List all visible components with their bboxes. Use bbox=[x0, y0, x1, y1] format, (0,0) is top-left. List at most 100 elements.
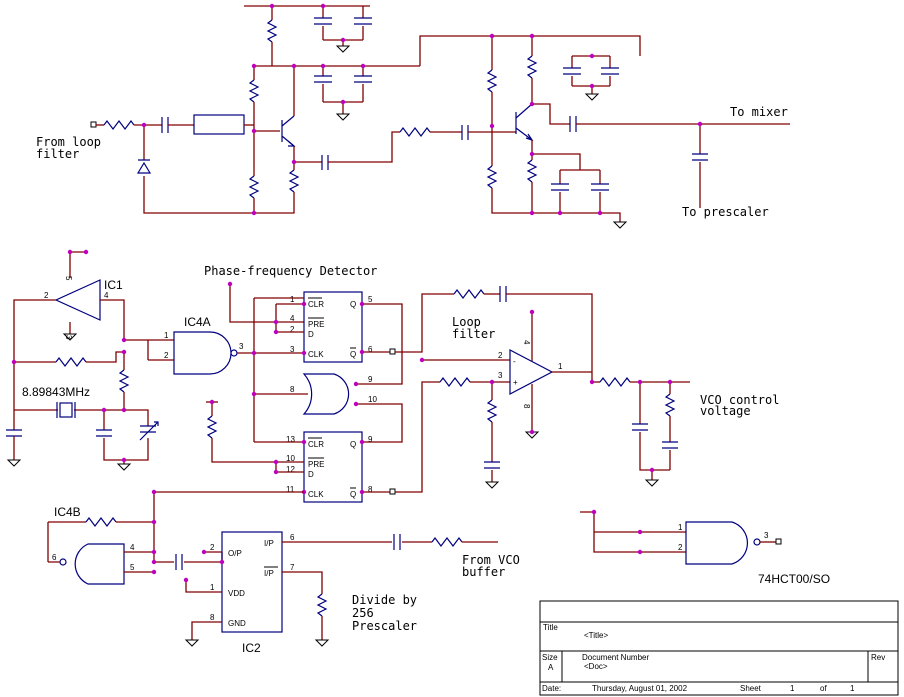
ic4a-pin3: 3 bbox=[239, 342, 244, 351]
ff1-pin2: 2 bbox=[290, 325, 295, 334]
label-phase-detector: Phase-frequency Detector bbox=[204, 264, 377, 278]
osc-resistor bbox=[118, 369, 130, 393]
output-resistor-opamp bbox=[599, 377, 631, 387]
size-value: A bbox=[548, 663, 554, 672]
opamp-pin1: 1 bbox=[558, 362, 563, 371]
reset-nand-pin9: 9 bbox=[368, 375, 373, 384]
vco-section: From loop filter To mixer To prescaler bbox=[36, 3, 790, 229]
ic4b-pin4: 4 bbox=[130, 543, 135, 552]
bias-resistor-left-top bbox=[248, 79, 260, 103]
ff2-pin10: 10 bbox=[286, 454, 295, 463]
ic1-pin4: 4 bbox=[104, 291, 109, 300]
label-ic2: IC2 bbox=[242, 641, 261, 655]
ic4a-section: IC4A 1 2 3 bbox=[147, 315, 304, 375]
spare-gate-section: 1 2 3 74HCT00/SO bbox=[580, 509, 830, 586]
ic2-vdd: VDD bbox=[228, 589, 245, 598]
ff1-d: D bbox=[308, 330, 314, 339]
bias-resistor-q2-bottom bbox=[486, 165, 498, 189]
opamp-plus: + bbox=[513, 378, 518, 387]
ground-symbol bbox=[484, 481, 500, 489]
label-to-mixer: To mixer bbox=[730, 105, 788, 119]
label-loop-filter-1: Loop bbox=[452, 315, 481, 329]
label-vco-control-2: voltage bbox=[700, 404, 751, 418]
phase-detector-section: Phase-frequency Detector CLR PRE D CLK Q… bbox=[204, 264, 510, 503]
prescaler-tap-cap bbox=[692, 153, 708, 161]
title-block: Title <Title> Size A Document Number <Do… bbox=[539, 600, 899, 696]
ic4a-nand-gate bbox=[173, 331, 232, 375]
emitter-resistor-q1 bbox=[288, 169, 300, 193]
collector-resistor-q2 bbox=[526, 55, 538, 79]
flipflop-2 bbox=[303, 431, 363, 503]
filter-resistor-in bbox=[439, 377, 471, 387]
prescaler-section: IC4B 4 5 6 O/P VDD GND I/P I/P 2 1 8 6 7… bbox=[47, 489, 520, 655]
rev-label: Rev bbox=[871, 653, 885, 662]
spare-pin1: 1 bbox=[678, 523, 683, 532]
docnum-label: Document Number bbox=[582, 653, 649, 662]
input-capacitor bbox=[161, 117, 169, 133]
label-divide-by-3: Prescaler bbox=[352, 619, 417, 633]
vco-caps bbox=[632, 423, 678, 449]
decoupling-caps-mid bbox=[314, 75, 372, 83]
ic2-prescaler bbox=[221, 531, 283, 633]
bias-resistor-q2-top bbox=[486, 69, 498, 93]
ic2-pin2: 2 bbox=[210, 543, 215, 552]
ground-symbol bbox=[62, 333, 78, 341]
output-cap bbox=[569, 116, 577, 132]
opamp-pin4: 4 bbox=[522, 340, 531, 345]
coupling-cap-q2 bbox=[461, 125, 469, 140]
ff2-q: Q bbox=[350, 440, 356, 449]
ic1-pin2: 2 bbox=[44, 291, 49, 300]
ic2-ip1: I/P bbox=[264, 539, 274, 548]
ff1-pre: PRE bbox=[308, 320, 324, 329]
label-from-loop-filter-1: From loop bbox=[36, 135, 101, 149]
flipflop-1 bbox=[303, 291, 363, 363]
title-value: <Title> bbox=[584, 631, 608, 640]
inductor-box bbox=[193, 114, 245, 135]
ff1-q: Q bbox=[350, 300, 356, 309]
ic4a-pin1: 1 bbox=[164, 331, 169, 340]
label-74hct00: 74HCT00/SO bbox=[758, 572, 830, 586]
varactor-diode bbox=[136, 159, 152, 174]
of-label: of bbox=[820, 684, 827, 693]
ground-symbol bbox=[612, 221, 628, 229]
ic2-ip2: I/P bbox=[264, 569, 274, 578]
decoupling-caps-top bbox=[314, 17, 372, 25]
ff2-clk: CLK bbox=[308, 490, 324, 499]
bias-resistor-left-bottom bbox=[248, 175, 260, 199]
label-divide-by-1: Divide by bbox=[352, 593, 417, 607]
ff1-pin6: 6 bbox=[368, 345, 373, 354]
label-to-prescaler: To prescaler bbox=[682, 205, 769, 219]
ff1-pin3: 3 bbox=[290, 345, 295, 354]
ground-symbol bbox=[6, 459, 132, 471]
spare-nand-gate bbox=[685, 521, 748, 565]
label-crystal-freq: 8.89843MHz bbox=[22, 385, 90, 399]
vco-resistor bbox=[664, 393, 676, 417]
ic4b-feedback-resistor bbox=[85, 517, 117, 527]
ff2-d: D bbox=[308, 470, 314, 479]
reset-nand-pin8: 8 bbox=[290, 385, 295, 394]
input-terminal bbox=[90, 121, 97, 128]
ic2-pin7: 7 bbox=[290, 563, 295, 572]
trimmer-cap bbox=[139, 421, 159, 441]
ground-symbol bbox=[314, 639, 330, 647]
bias-cap-opamp bbox=[484, 461, 500, 469]
decoupling-caps-right bbox=[563, 67, 619, 75]
ground-symbol bbox=[335, 113, 351, 121]
series-resistor-mid bbox=[399, 127, 431, 137]
ff1-pin4: 4 bbox=[290, 314, 295, 323]
filter-cap-fb bbox=[499, 286, 507, 302]
ff2-pin12: 12 bbox=[286, 465, 295, 474]
docnum-value: <Doc> bbox=[584, 662, 608, 671]
ff2-pin8: 8 bbox=[368, 485, 373, 494]
preset-resistor bbox=[206, 415, 218, 439]
ff2-pin9: 9 bbox=[368, 435, 373, 444]
label-from-vco-buffer-2: buffer bbox=[462, 565, 505, 579]
ground-symbol bbox=[584, 93, 600, 101]
opamp-pin8: 8 bbox=[522, 404, 531, 409]
spare-inversion-bubble bbox=[753, 538, 761, 546]
ff2-pin11: 11 bbox=[286, 485, 295, 494]
ff1-pin5: 5 bbox=[368, 295, 373, 304]
ic4b-inversion-bubble bbox=[59, 558, 67, 566]
ic2-gnd: GND bbox=[228, 619, 246, 628]
